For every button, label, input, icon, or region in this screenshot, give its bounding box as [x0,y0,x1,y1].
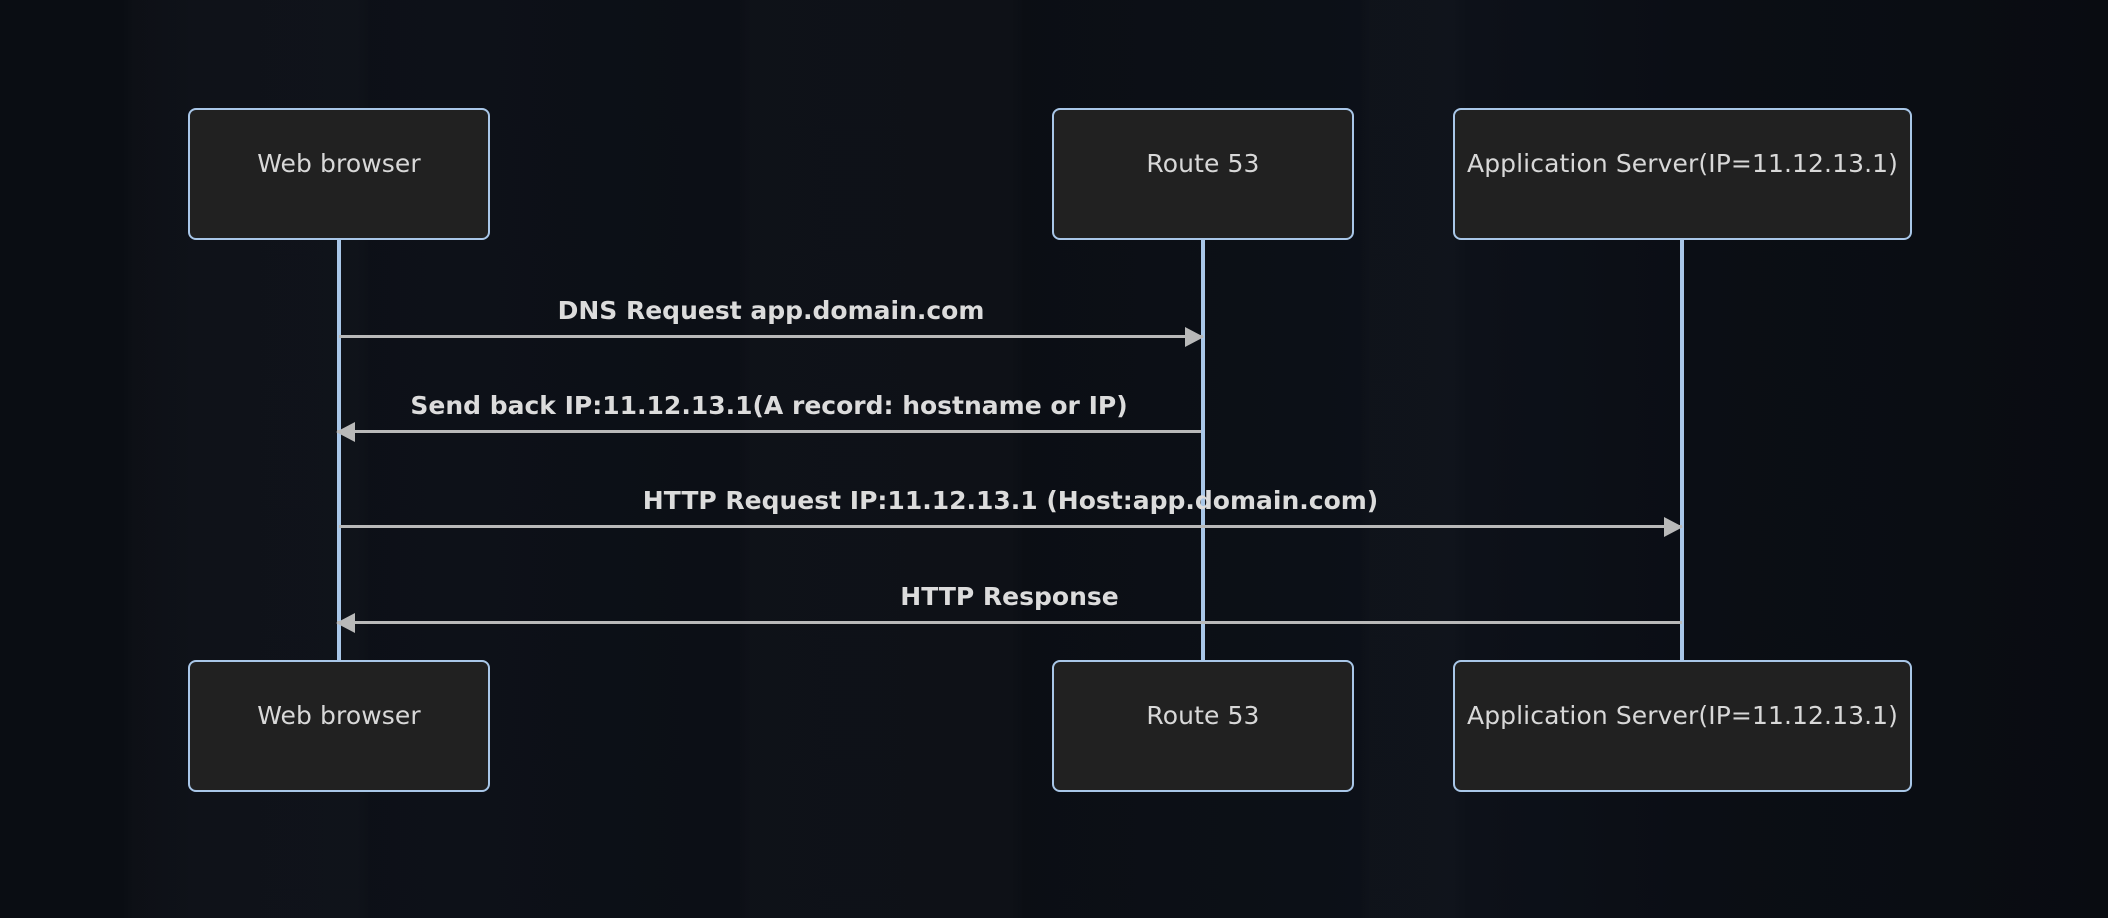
arrowhead-right-icon-dns-request [1185,327,1204,347]
message-label-http-request: HTTP Request IP:11.12.13.1 (Host:app.dom… [642,486,1379,515]
participant-box-web-browser-top[interactable]: Web browser [188,108,490,240]
participant-box-route-53-top[interactable]: Route 53 [1052,108,1354,240]
message-label-send-back-ip: Send back IP:11.12.13.1(A record: hostna… [410,391,1128,420]
participant-label-web-browser-top: Web browser [257,148,421,178]
message-line-send-back-ip [337,430,1201,433]
message-line-http-response [337,621,1682,624]
participant-label-route-53-top: Route 53 [1146,148,1260,178]
participant-box-route-53-bottom[interactable]: Route 53 [1052,660,1354,792]
participant-box-application-server-bottom[interactable]: Application Server(IP=11.12.13.1) [1453,660,1912,792]
participant-box-web-browser-bottom[interactable]: Web browser [188,660,490,792]
participant-label-web-browser-bottom: Web browser [257,700,421,730]
participant-label-application-server-top: Application Server(IP=11.12.13.1) [1467,148,1898,178]
message-label-dns-request: DNS Request app.domain.com [557,296,985,325]
arrowhead-right-icon-http-request [1664,517,1683,537]
arrowhead-left-icon-send-back-ip [336,422,355,442]
participant-label-route-53-bottom: Route 53 [1146,700,1260,730]
participant-box-application-server-top[interactable]: Application Server(IP=11.12.13.1) [1453,108,1912,240]
message-label-http-response: HTTP Response [900,582,1119,611]
lifeline-route-53 [1201,240,1205,660]
lifeline-web-browser [337,240,341,660]
participant-label-application-server-bottom: Application Server(IP=11.12.13.1) [1467,700,1898,730]
arrowhead-left-icon-http-response [336,613,355,633]
message-line-dns-request [339,335,1203,338]
lifeline-application-server [1680,240,1684,660]
message-line-http-request [339,525,1682,528]
